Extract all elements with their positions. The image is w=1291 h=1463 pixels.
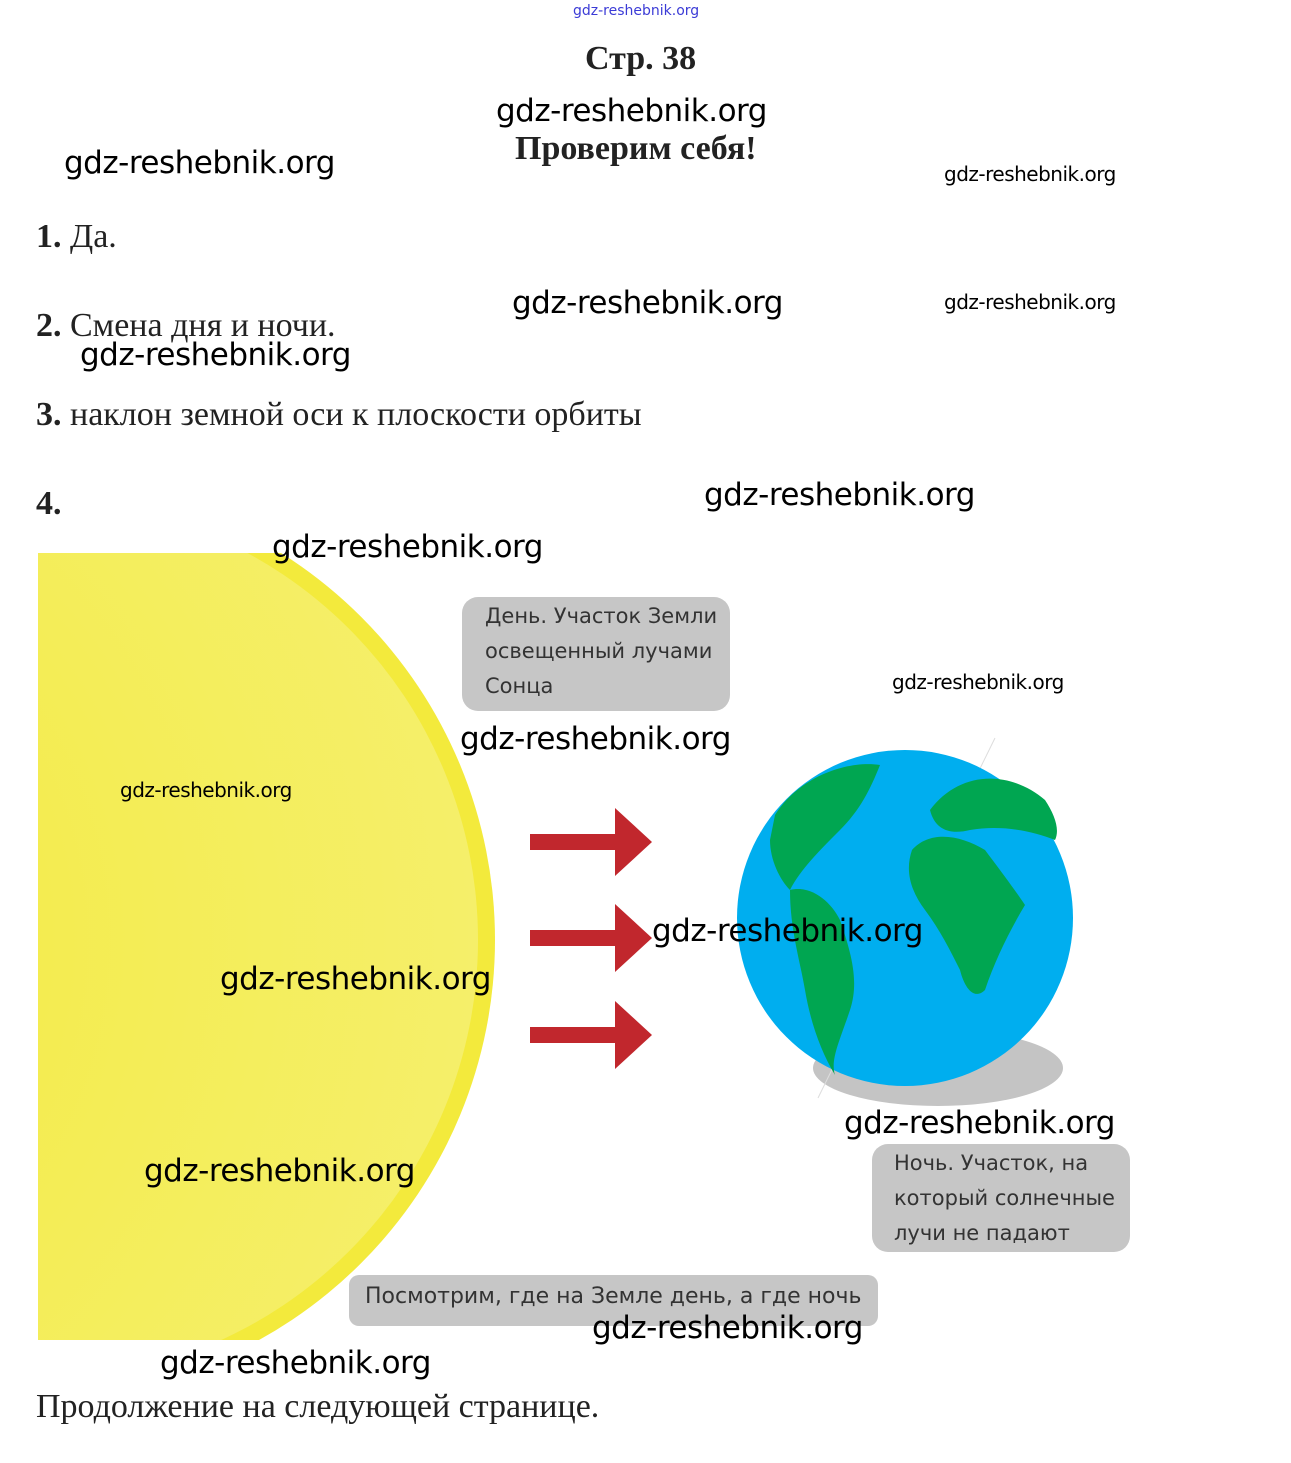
watermark: gdz-reshebnik.org xyxy=(512,285,783,321)
watermark: gdz-reshebnik.org xyxy=(80,337,351,373)
answer-2: 2. Смена дня и ночи. xyxy=(36,307,336,344)
watermark: gdz-reshebnik.org xyxy=(892,670,1064,694)
arrow-1 xyxy=(530,808,652,876)
arrow-2 xyxy=(530,904,652,972)
watermark: gdz-reshebnik.org xyxy=(704,477,975,513)
watermark: gdz-reshebnik.org xyxy=(944,290,1116,314)
answer-3: 3. наклон земной оси к плоскости орбиты xyxy=(36,396,642,433)
watermark: gdz-reshebnik.org xyxy=(592,1310,863,1346)
continents xyxy=(770,764,1057,1075)
watermark: gdz-reshebnik.org xyxy=(64,145,335,181)
watermark: gdz-reshebnik.org xyxy=(220,961,491,997)
page-label: Стр. 38 xyxy=(585,40,697,77)
watermark: gdz-reshebnik.org xyxy=(144,1153,415,1189)
answer-1: 1. Да. xyxy=(36,218,117,255)
watermark: gdz-reshebnik.org xyxy=(460,721,731,757)
caption-callout: Посмотрим, где на Земле день, а где ночь xyxy=(349,1275,878,1326)
answer-4: 4. xyxy=(36,485,62,522)
section-title: Проверим себя! xyxy=(515,130,757,167)
watermark: gdz-reshebnik.org xyxy=(120,778,292,802)
watermark: gdz-reshebnik.org xyxy=(272,529,543,565)
arrow-3 xyxy=(530,1001,652,1069)
top-watermark-link[interactable]: gdz-reshebnik.org xyxy=(573,3,700,19)
watermark: gdz-reshebnik.org xyxy=(496,93,767,129)
day-callout: День. Участок Земли освещенный лучами Со… xyxy=(462,597,730,711)
watermark: gdz-reshebnik.org xyxy=(652,913,923,949)
continuation-note: Продолжение на следующей странице. xyxy=(36,1388,600,1425)
night-callout: Ночь. Участок, на который солнечные лучи… xyxy=(872,1144,1130,1252)
watermark: gdz-reshebnik.org xyxy=(844,1105,1115,1141)
sun-ray-arrows xyxy=(530,808,652,1069)
watermark: gdz-reshebnik.org xyxy=(160,1345,431,1381)
watermark: gdz-reshebnik.org xyxy=(944,162,1116,186)
